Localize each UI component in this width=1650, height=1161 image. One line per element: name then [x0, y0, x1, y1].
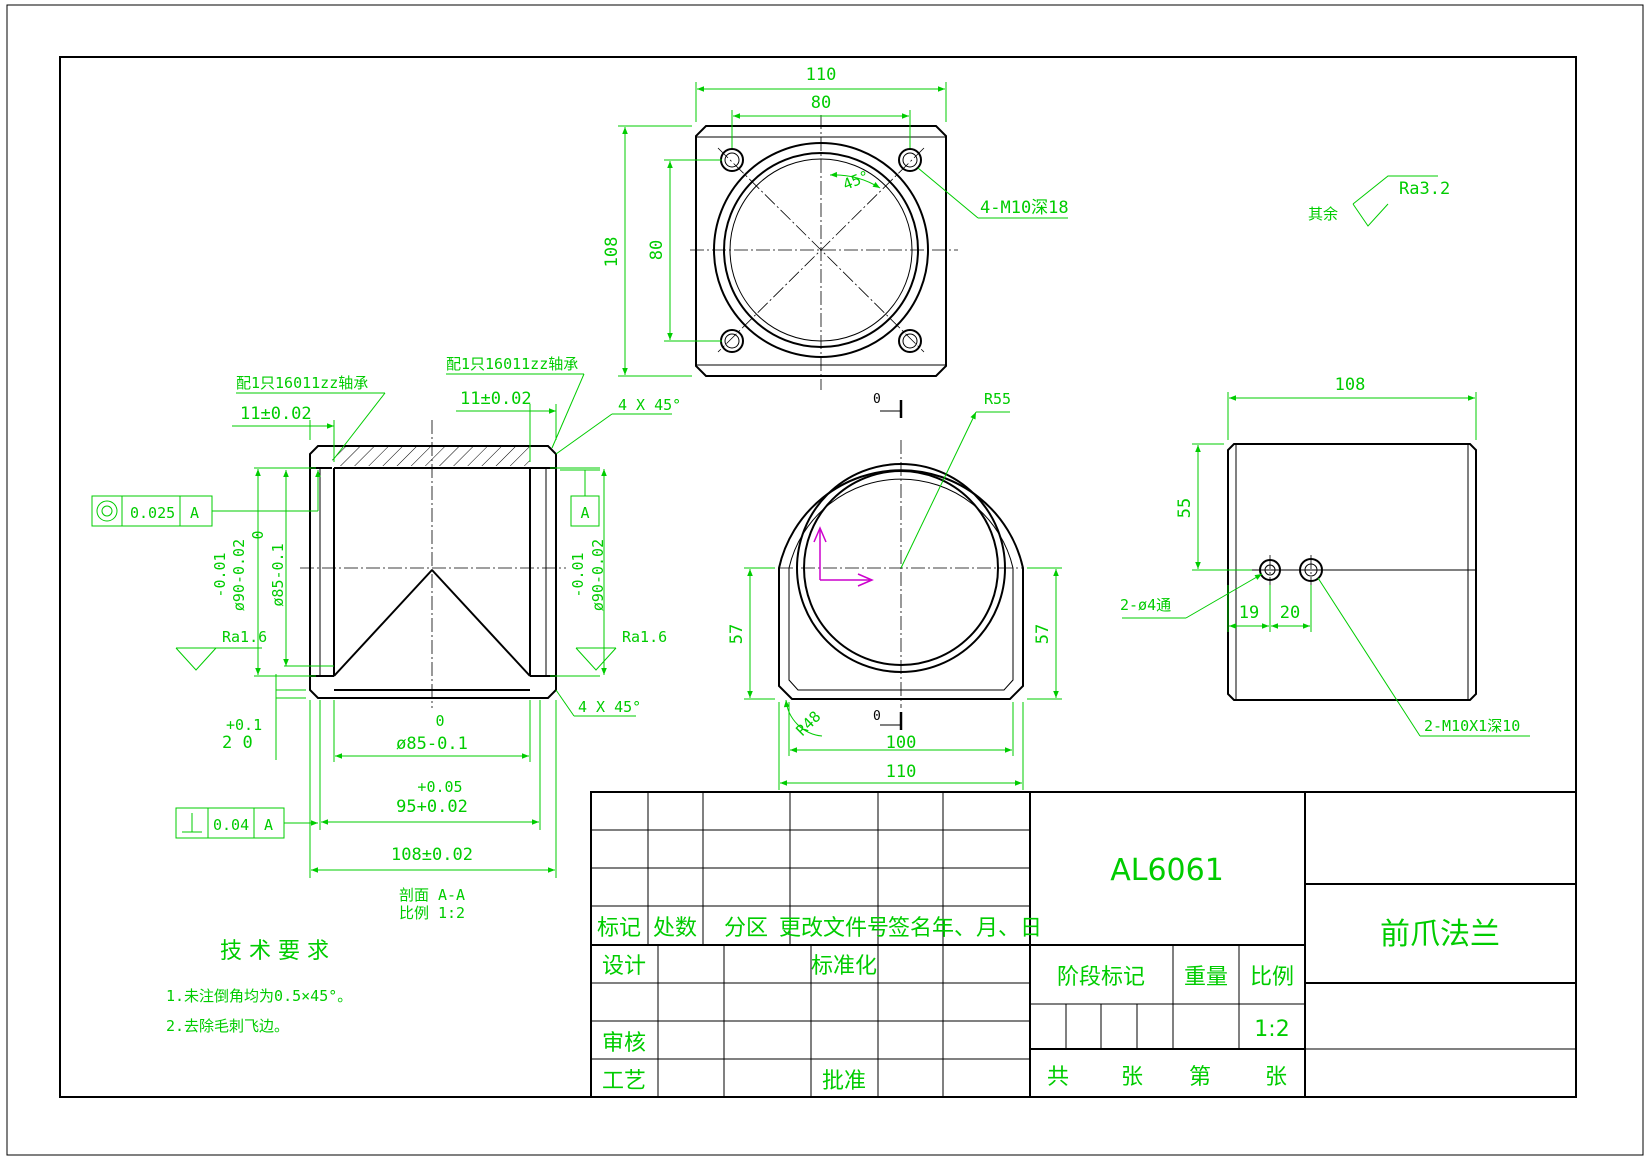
- cut-mark-bottom: 0: [873, 709, 881, 724]
- section-caption: 剖面 A-A: [399, 886, 465, 904]
- dia90-right-lower: ø90-0.02: [589, 539, 607, 611]
- dim-108-section: 108±0.02: [391, 845, 473, 865]
- dia90-left-upper: -0.01: [211, 552, 229, 597]
- tech-requirement-1: 1.未注倒角均为0.5×45°。: [166, 987, 352, 1005]
- dim-20-lower: 2 0: [222, 733, 253, 753]
- front-view: 0 0 R55 57 57 R48 100 110: [727, 390, 1062, 790]
- scale-label: 比例: [1250, 965, 1294, 990]
- dim-108-left: 108: [602, 237, 622, 268]
- concentricity-datum: A: [190, 504, 199, 522]
- roughness-left: Ra1.6: [222, 628, 267, 646]
- side-view: 108 55 2-ø4通 19 20 2-M10X1深10: [1120, 375, 1530, 737]
- radius-r55: R55: [984, 390, 1011, 408]
- dim-11-left: 11±0.02: [240, 404, 312, 424]
- dim-57-left: 57: [727, 624, 747, 644]
- angle-45: 45°: [840, 167, 872, 194]
- dim-110-top: 110: [806, 65, 837, 85]
- datum-a: A: [580, 504, 589, 522]
- header-date: 年、月、日: [932, 916, 1042, 941]
- dim-85-lower: ø85-0.1: [396, 734, 468, 754]
- bearing-note-left: 配1只16011zz轴承: [236, 374, 368, 392]
- total-label: 共: [1047, 1065, 1069, 1090]
- dim-85-upper: 0: [435, 712, 444, 730]
- part-name: 前爪法兰: [1380, 917, 1500, 952]
- dim-20-upper: +0.1: [226, 716, 262, 734]
- concentricity-value: 0.025: [130, 504, 175, 522]
- title-block: AL6061 前爪法兰 标记 处数 分区 更改文件号 签名 年、月、日 设计 标…: [590, 791, 1577, 1098]
- header-doc: 更改文件号: [779, 916, 889, 941]
- header-sign: 签名: [888, 916, 932, 941]
- dim-95-upper: +0.05: [417, 778, 462, 796]
- other-surfaces-label: 其余: [1308, 205, 1338, 223]
- material: AL6061: [1110, 853, 1224, 888]
- section-view: 配1只16011zz轴承 配1只16011zz轴承 11±0.02 11±0.0…: [91, 355, 681, 922]
- dia90-left-lower: ø90-0.02: [230, 539, 248, 611]
- header-count: 处数: [653, 916, 697, 941]
- dia85-inner-upper: 0: [249, 530, 267, 539]
- dim-80-left: 80: [647, 240, 667, 260]
- dia90-right-upper: -0.01: [569, 552, 587, 597]
- design-label: 设计: [602, 954, 646, 979]
- header-zone: 分区: [724, 916, 768, 941]
- scale-value: 1:2: [1254, 1017, 1289, 1042]
- tech-requirement-2: 2.去除毛刺飞边。: [166, 1017, 289, 1035]
- dim-110-front: 110: [886, 762, 917, 782]
- dim-100: 100: [886, 733, 917, 753]
- dim-11-right: 11±0.02: [460, 389, 532, 409]
- thread-callout-top: 4-M10深18: [980, 198, 1069, 218]
- process-label: 工艺: [602, 1069, 646, 1094]
- roughness-ra32: Ra3.2: [1399, 179, 1450, 199]
- top-view: 110 80 108 80 45° 4-M10深18: [602, 65, 1069, 390]
- thread-callout-side: 2-M10X1深10: [1424, 717, 1520, 735]
- sheet-no-label: 第: [1189, 1065, 1211, 1090]
- dia85-inner-lower: ø85-0.1: [269, 543, 287, 606]
- surface-roughness-note: 其余 Ra3.2: [1308, 175, 1450, 227]
- dim-108-side: 108: [1335, 375, 1366, 395]
- roughness-right: Ra1.6: [622, 628, 667, 646]
- weight-label: 重量: [1184, 965, 1228, 990]
- tech-requirements-title: 技 术 要 求: [220, 939, 329, 964]
- dim-55: 55: [1175, 498, 1195, 518]
- outer-border: [6, 4, 1644, 1156]
- standardize-label: 标准化: [811, 954, 877, 979]
- sheet-unit-2: 张: [1265, 1065, 1287, 1090]
- holes-callout: 2-ø4通: [1120, 596, 1171, 614]
- approve-label: 批准: [822, 1069, 866, 1094]
- dim-20-side: 20: [1280, 603, 1300, 623]
- cut-mark-top: 0: [873, 392, 881, 407]
- perpendicularity-datum: A: [264, 816, 273, 834]
- chamfer-bottom: 4 X 45°: [578, 698, 641, 716]
- header-mark: 标记: [597, 916, 641, 941]
- scale-caption: 比例 1:2: [399, 904, 465, 922]
- dim-r48: R48: [793, 708, 825, 740]
- sheet-unit-1: 张: [1121, 1065, 1143, 1090]
- bearing-note-right: 配1只16011zz轴承: [446, 355, 578, 373]
- chamfer-top: 4 X 45°: [618, 396, 681, 414]
- review-label: 审核: [602, 1031, 646, 1056]
- dim-19: 19: [1239, 603, 1259, 623]
- dim-80-top: 80: [811, 93, 831, 113]
- dim-95-lower: 95+0.02: [396, 797, 468, 817]
- stage-mark-label: 阶段标记: [1057, 965, 1145, 990]
- dim-57-right: 57: [1033, 624, 1053, 644]
- tech-requirements: 技 术 要 求 1.未注倒角均为0.5×45°。 2.去除毛刺飞边。: [166, 939, 352, 1035]
- perpendicularity-value: 0.04: [213, 816, 249, 834]
